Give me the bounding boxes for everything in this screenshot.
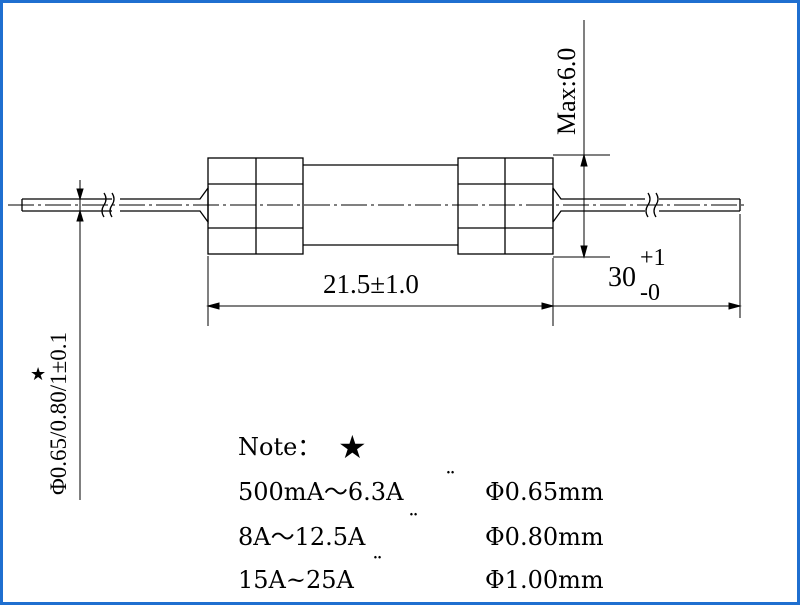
lead-diameter-label: Φ0.65/0.80/1±0.1 bbox=[46, 332, 71, 495]
note-row-2-current: 8A〜12.5A bbox=[238, 523, 366, 551]
height-max-label: Max:6.0 bbox=[552, 48, 581, 135]
lead-length-tol-minus: -0 bbox=[640, 280, 660, 306]
note-label: Note： bbox=[238, 433, 321, 461]
height-dimension bbox=[553, 20, 610, 259]
note-row-1-current: 500mA〜6.3A bbox=[238, 478, 404, 506]
lead-diameter-label-group: Φ0.65/0.80/1±0.1 bbox=[46, 332, 71, 495]
fuse-body bbox=[303, 164, 458, 246]
left-end-cap bbox=[207, 157, 304, 255]
lead-length-base: 30 bbox=[608, 262, 636, 293]
note-star: ★ bbox=[338, 428, 367, 466]
right-lead bbox=[575, 192, 741, 218]
note-row-3-mark: ¨ bbox=[372, 554, 383, 579]
note-row-2-mark: ¨ bbox=[408, 511, 419, 536]
lead-length-tol-plus: +1 bbox=[640, 245, 666, 271]
note-row-1-mark: ¨ bbox=[445, 469, 456, 494]
right-end-cap bbox=[457, 157, 554, 255]
lead-diameter-star: ★ bbox=[30, 364, 46, 385]
lead-diameter-dimension bbox=[72, 180, 92, 500]
body-length-label: 21.5±1.0 bbox=[323, 269, 419, 299]
right-crimp bbox=[552, 187, 575, 223]
note-row-3-current: 15A~25A bbox=[238, 566, 355, 594]
note-row-2-diameter: Φ0.80mm bbox=[485, 523, 604, 551]
note-row-1-diameter: Φ0.65mm bbox=[485, 478, 604, 506]
body-length-dimension bbox=[206, 256, 555, 326]
lead-length-dimension bbox=[553, 214, 742, 318]
left-lead bbox=[21, 192, 190, 218]
note-row-3-diameter: Φ1.00mm bbox=[485, 566, 604, 594]
